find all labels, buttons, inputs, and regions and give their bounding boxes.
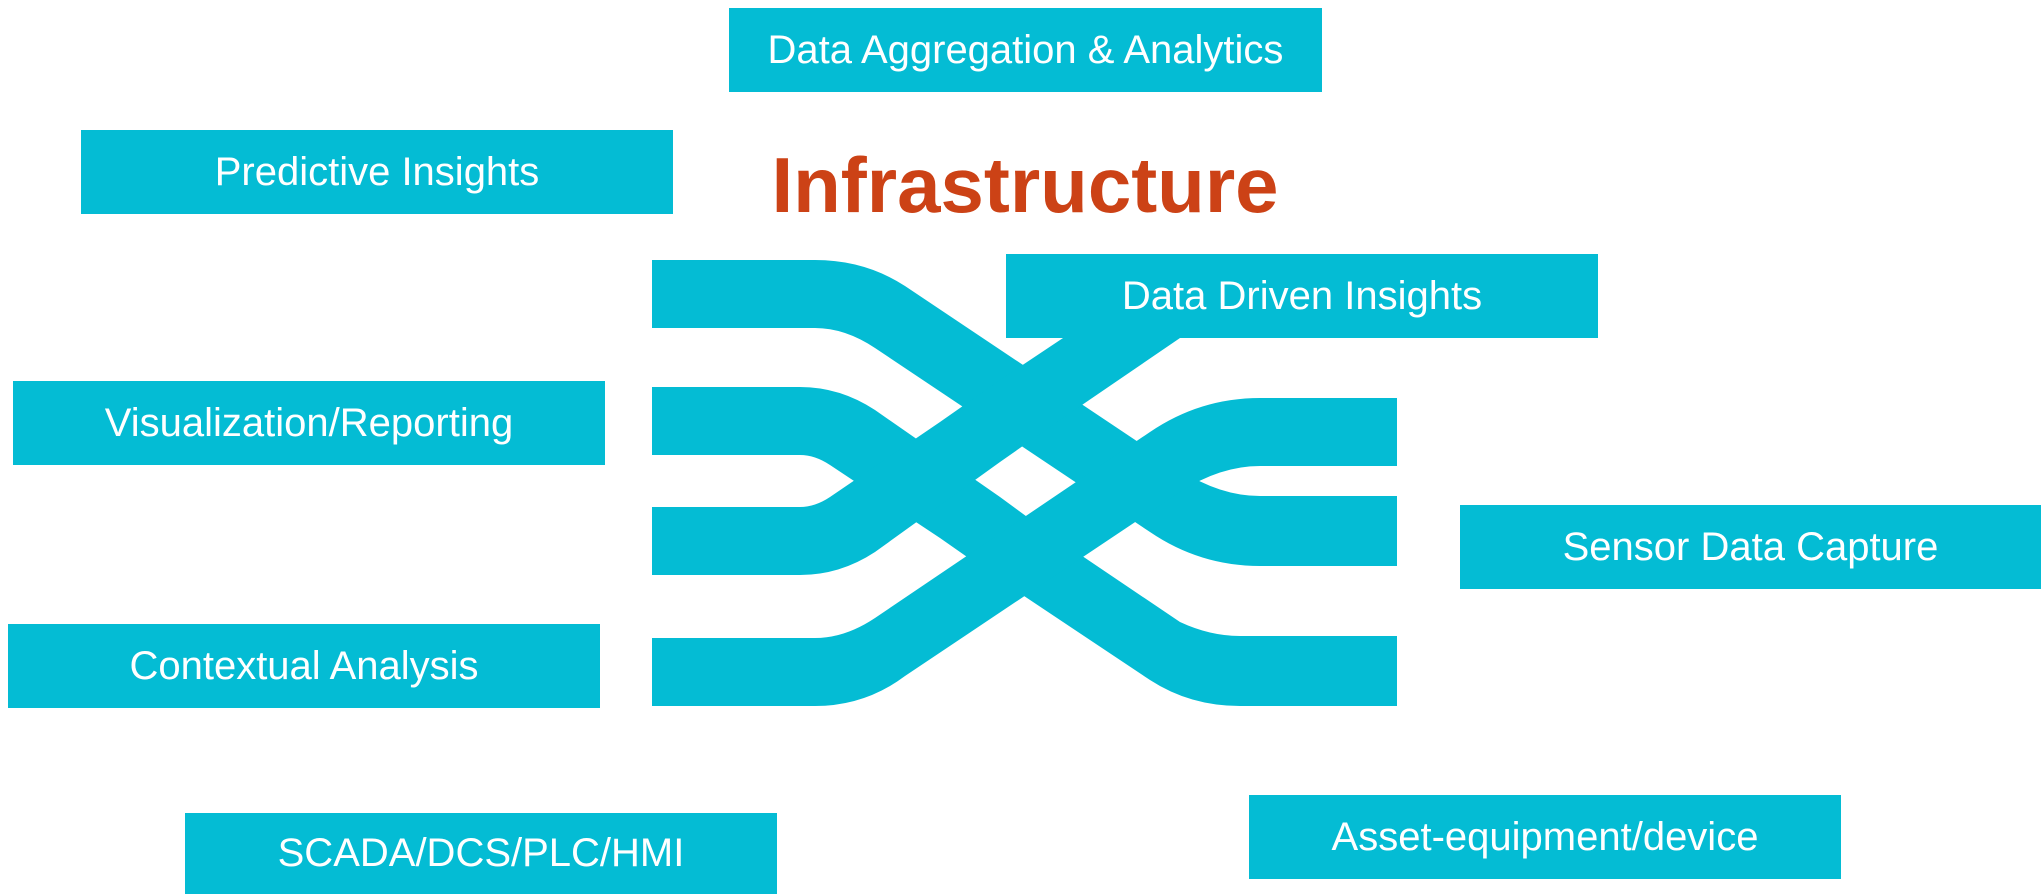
sensor-data-capture-box: Sensor Data Capture <box>1460 505 2041 589</box>
predictive-insights-box: Predictive Insights <box>81 130 673 214</box>
ribbon-3 <box>652 254 1397 575</box>
center-diamond <box>990 449 1058 498</box>
ribbon-4 <box>652 398 1397 706</box>
data-aggregation-analytics-box: Data Aggregation & Analytics <box>729 8 1322 92</box>
contextual-analysis-box: Contextual Analysis <box>8 624 600 708</box>
visualization-reporting-box: Visualization/Reporting <box>13 381 605 465</box>
data-driven-insights-box: Data Driven Insights <box>1006 254 1598 338</box>
scada-dcs-plc-hmi-box: SCADA/DCS/PLC/HMI <box>185 813 777 894</box>
asset-equipment-device-box: Asset-equipment/device <box>1249 795 1841 879</box>
diagram-title: Infrastructure <box>771 140 1279 229</box>
